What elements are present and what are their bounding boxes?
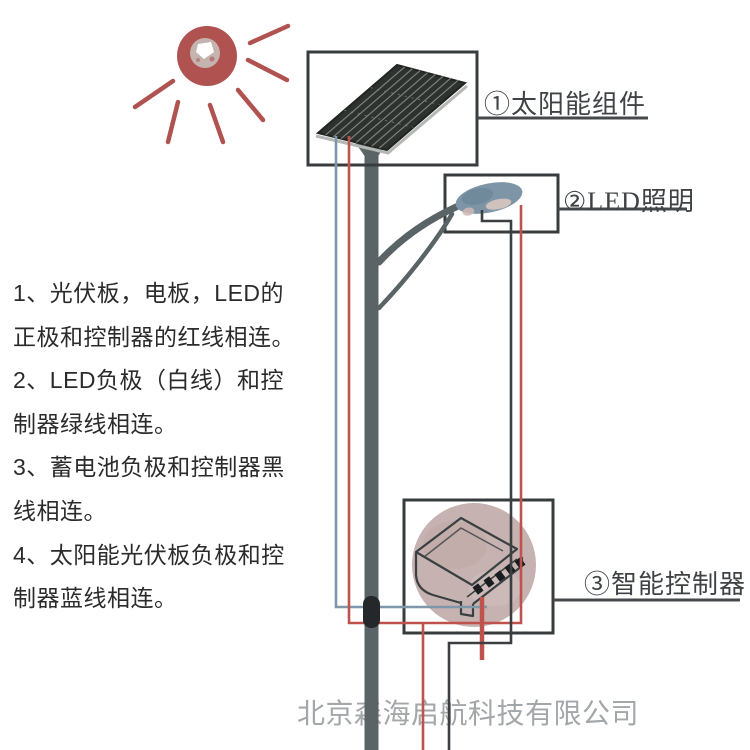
zoom-circle-graphic — [412, 503, 536, 627]
sun-icon — [132, 23, 291, 145]
instruction-line: 3、蓄电池负极和控制器黑 — [13, 454, 285, 481]
controller-terminals — [472, 557, 526, 595]
label-led-lighting: ②LED照明 — [563, 187, 695, 216]
lamp-arm-graphic — [375, 203, 460, 311]
led-lamp-graphic — [455, 182, 523, 216]
label-smart-controller: ③智能控制器 — [584, 570, 747, 599]
blue-wire — [334, 136, 487, 609]
instruction-line: 4、太阳能光伏板负极和控 — [13, 541, 285, 568]
solar-panel-graphic — [315, 63, 468, 155]
label-solar-module: ①太阳能组件 — [484, 90, 647, 119]
company-watermark: 北京森海启航科技有限公司 — [297, 699, 640, 730]
pole-clamp-graphic — [363, 596, 380, 628]
red-wire — [347, 136, 523, 750]
solar-panel-callout-box — [306, 50, 479, 167]
black-wire — [447, 210, 513, 750]
light-pole-graphic — [347, 122, 397, 750]
instruction-line: 2、LED负极（白线）和控 — [13, 367, 285, 394]
controller-callout-box — [402, 498, 555, 635]
instruction-line: 线相连。 — [13, 497, 107, 524]
instruction-line: 1、光伏板，电板，LED的 — [13, 280, 285, 306]
led-callout-box — [443, 173, 560, 234]
wiring-instructions: 1、光伏板，电板，LED的 正极和控制器的红线相连。 2、LED负极（白线）和控… — [13, 272, 325, 621]
instruction-line: 正极和控制器的红线相连。 — [13, 323, 295, 350]
instruction-line: 制器绿线相连。 — [13, 410, 178, 437]
instruction-line: 制器蓝线相连。 — [13, 585, 178, 612]
